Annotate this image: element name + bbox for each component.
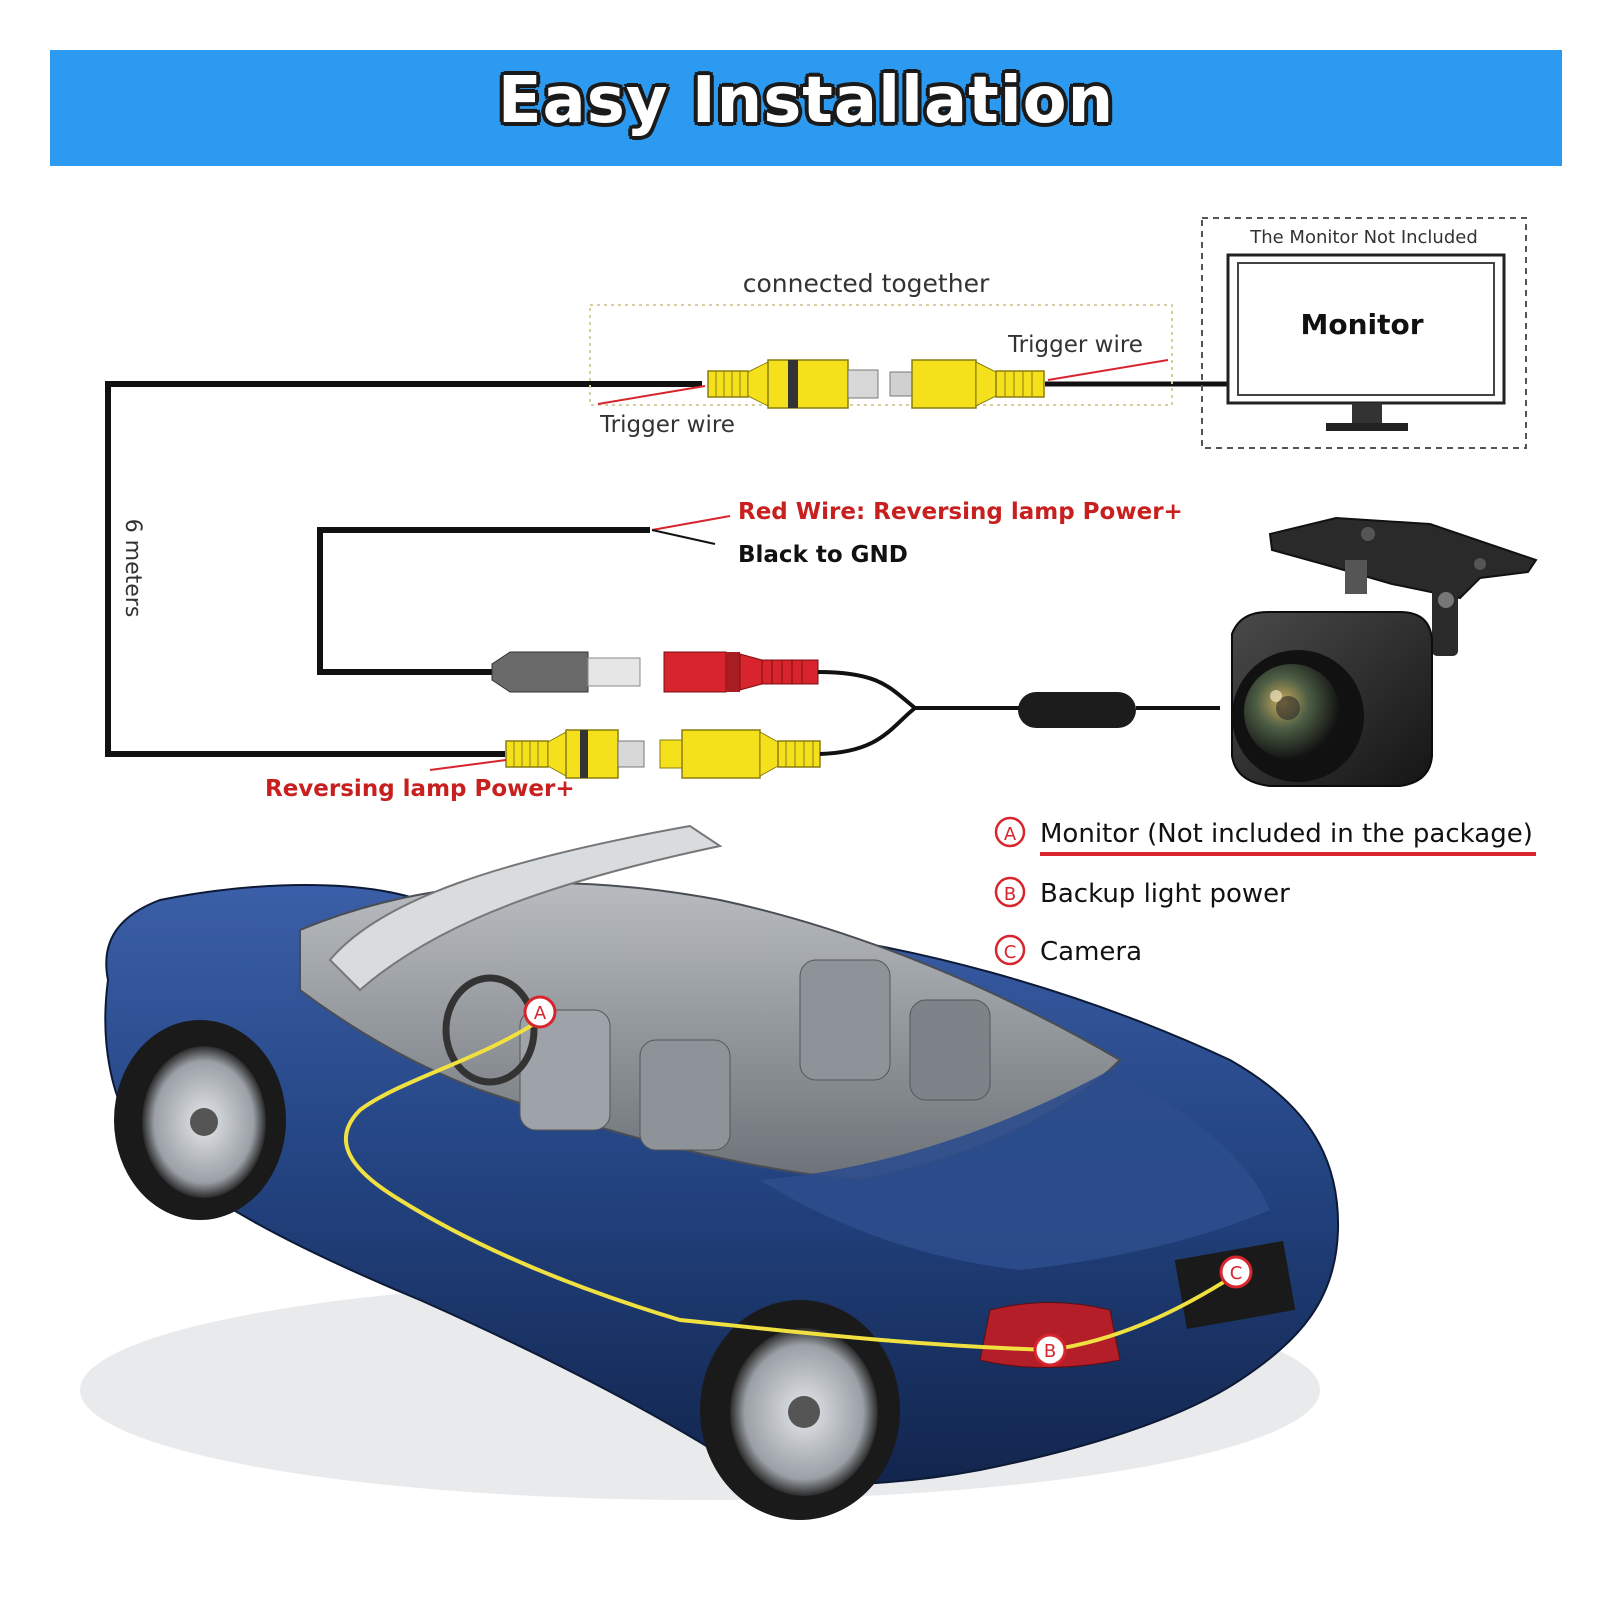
- trigger-wire-left-label: Trigger wire: [599, 412, 735, 438]
- monitor-not-included-label: The Monitor Not Included: [1249, 227, 1478, 248]
- connected-together-label: connected together: [743, 269, 990, 298]
- connected-together-box: [589, 304, 1173, 406]
- car-seats: [519, 959, 991, 1151]
- title-banner: Easy Installation: [50, 50, 1562, 166]
- rca-female-connector-bottom: [659, 729, 821, 779]
- page-title: Easy Installation: [497, 64, 1115, 138]
- reversing-power-label: Reversing lamp Power+: [265, 776, 575, 802]
- front-wheel: [114, 1020, 286, 1220]
- black-wire-label: Black to GND: [738, 542, 908, 568]
- legend: A Monitor (Not included in the package) …: [994, 816, 1536, 967]
- trigger-wire-left: [597, 385, 706, 405]
- rca-male-connector-top: [707, 359, 879, 409]
- monitor-not-included-box: [1201, 217, 1527, 449]
- red-wire-pointer: [651, 515, 731, 531]
- legend-marker-c: C: [1004, 942, 1017, 963]
- black-wire-pointer: [651, 529, 716, 545]
- legend-item-b: B Backup light power: [994, 876, 1290, 909]
- legend-text-b: Backup light power: [1040, 879, 1290, 909]
- rear-wheel: [700, 1300, 900, 1520]
- car-illustration: A B C: [80, 824, 1340, 1520]
- legend-item-c: C Camera: [994, 934, 1142, 967]
- car-marker-b-label: B: [1044, 1341, 1056, 1362]
- car-rear-deck: [760, 1070, 1270, 1270]
- legend-item-a: A Monitor (Not included in the package): [994, 816, 1536, 856]
- car-marker-a-label: A: [534, 1003, 547, 1024]
- steering-wheel: [442, 974, 538, 1086]
- red-power-plug: [663, 651, 819, 693]
- wiring-section: connected together Trigger wire Trigger …: [105, 217, 1538, 967]
- inline-module: [1018, 692, 1136, 728]
- red-wire-label: Red Wire: Reversing lamp Power+: [738, 499, 1183, 525]
- car-marker-a: A: [523, 995, 557, 1029]
- reversing-power-pointer: [429, 759, 507, 771]
- car-marker-b: B: [1033, 1333, 1067, 1367]
- power-cable: [317, 527, 650, 675]
- legend-text-a: Monitor (Not included in the package): [1040, 819, 1533, 849]
- grey-power-plug: [491, 651, 641, 693]
- trigger-wire-right-label: Trigger wire: [1007, 332, 1143, 358]
- legend-marker-a: A: [1004, 824, 1017, 845]
- cable-length-label: 6 meters: [120, 519, 145, 618]
- long-cable: [105, 381, 702, 757]
- rca-female-connector-top: [889, 359, 1045, 409]
- legend-text-c: Camera: [1040, 937, 1142, 967]
- legend-marker-b: B: [1004, 884, 1016, 905]
- backup-camera-icon: [1231, 516, 1538, 787]
- monitor-icon: [1226, 253, 1506, 431]
- rca-male-connector-bottom: [505, 729, 645, 779]
- trigger-wire-right: [1047, 359, 1169, 381]
- monitor-label: Monitor: [1300, 308, 1423, 341]
- windshield: [328, 824, 723, 992]
- camera-cable-split: [817, 670, 919, 756]
- car-marker-c: C: [1219, 1255, 1253, 1289]
- car-marker-c-label: C: [1230, 1263, 1243, 1284]
